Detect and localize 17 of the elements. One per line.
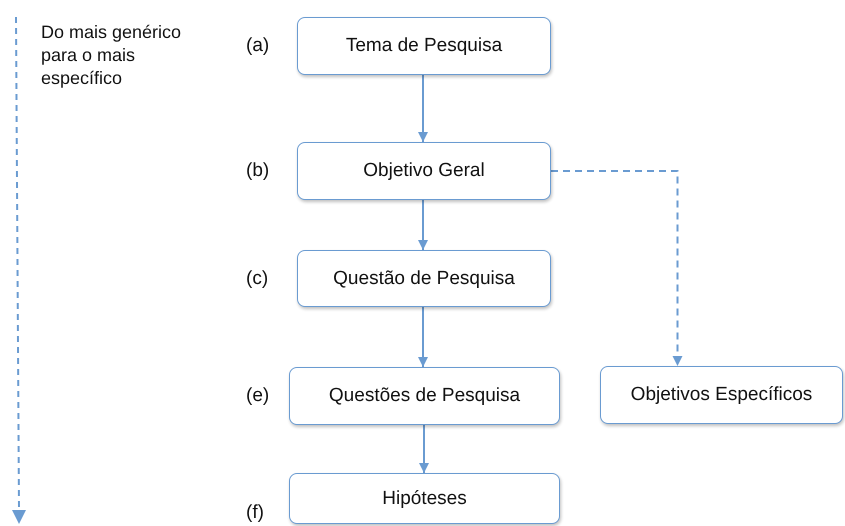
item-letter: (a): [246, 35, 270, 57]
item-letter: (e): [246, 385, 270, 407]
process-box: Objetivo Geral: [297, 142, 551, 200]
dashed-box: Objetivos Específicos: [600, 366, 843, 424]
dashed-arrow: [551, 170, 682, 366]
process-box: Tema de Pesquisa: [297, 17, 551, 75]
item-letter: (b): [246, 160, 270, 182]
arrow: [418, 307, 428, 367]
item-letter: (c): [246, 268, 268, 290]
item-letter: (f): [246, 502, 264, 524]
process-box: Hipóteses: [289, 473, 560, 524]
process-box: Questão de Pesquisa: [297, 250, 551, 307]
arrow: [418, 200, 428, 250]
note-text: Do mais genérico para o mais específico: [41, 21, 182, 90]
arrow: [418, 75, 428, 142]
arrow: [419, 425, 429, 473]
process-box: Questões de Pesquisa: [289, 367, 560, 425]
